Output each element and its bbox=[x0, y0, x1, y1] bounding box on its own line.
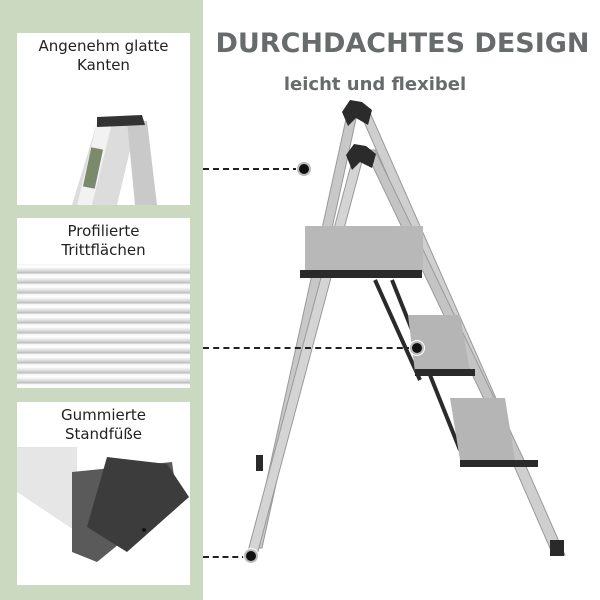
feature-label: Angenehm glatte Kanten bbox=[38, 37, 169, 74]
feature-label: Gummierte Standfüße bbox=[17, 402, 190, 444]
callout-dot-edges bbox=[297, 162, 311, 176]
ribbed-surface-image bbox=[17, 264, 190, 388]
feature-label: Profilierte Trittflächen bbox=[61, 222, 146, 259]
callout-dot-feet bbox=[244, 549, 258, 563]
callout-line-edges bbox=[203, 168, 299, 170]
feature-card-edges: Angenehm glatte Kanten bbox=[17, 33, 190, 205]
callout-line-steps bbox=[203, 347, 413, 349]
callout-dot-steps bbox=[410, 341, 424, 355]
page-title: DURCHDACHTES DESIGN bbox=[215, 28, 590, 59]
callout-line-feet bbox=[203, 556, 248, 558]
feature-card-steps: Profilierte Trittflächen bbox=[17, 218, 190, 388]
page-subtitle: leicht und flexibel bbox=[283, 74, 467, 95]
feature-card-feet: Gummierte Standfüße bbox=[17, 402, 190, 585]
rubber-foot-image bbox=[17, 447, 189, 562]
ladder-top-image bbox=[72, 115, 157, 205]
